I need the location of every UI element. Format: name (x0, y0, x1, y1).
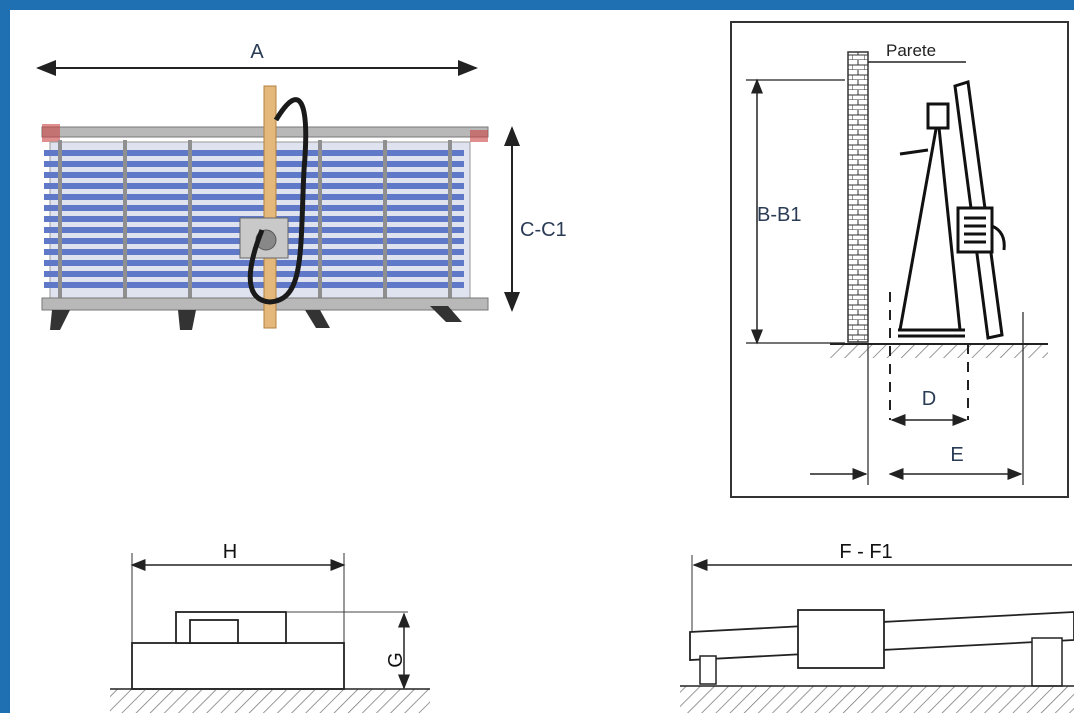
label-a: A (250, 41, 264, 63)
saw-column (263, 85, 277, 329)
wall (847, 51, 869, 343)
label-parete: Parete (886, 41, 936, 60)
machine-side-profile (898, 80, 1006, 340)
side-view-frame (730, 21, 1069, 498)
package-side-view: F - F1 (680, 541, 1074, 713)
package-base (131, 642, 345, 690)
label-g: G (385, 652, 407, 668)
label-b-b1: B-B1 (757, 204, 801, 226)
ground-hatch-right (680, 686, 1074, 713)
label-c-c1: C-C1 (520, 219, 567, 241)
label-h: H (223, 541, 237, 563)
side-view-panel: Parete B-B1 (730, 21, 1069, 498)
label-d: D (922, 388, 936, 410)
label-e: E (950, 444, 963, 466)
machine-front-view: A (36, 41, 567, 330)
power-cable (247, 97, 309, 305)
package-end-view: H G (110, 541, 430, 713)
floor-hatch (830, 344, 1048, 358)
ground-hatch-left (110, 689, 430, 713)
label-f-f1: F - F1 (839, 541, 892, 563)
